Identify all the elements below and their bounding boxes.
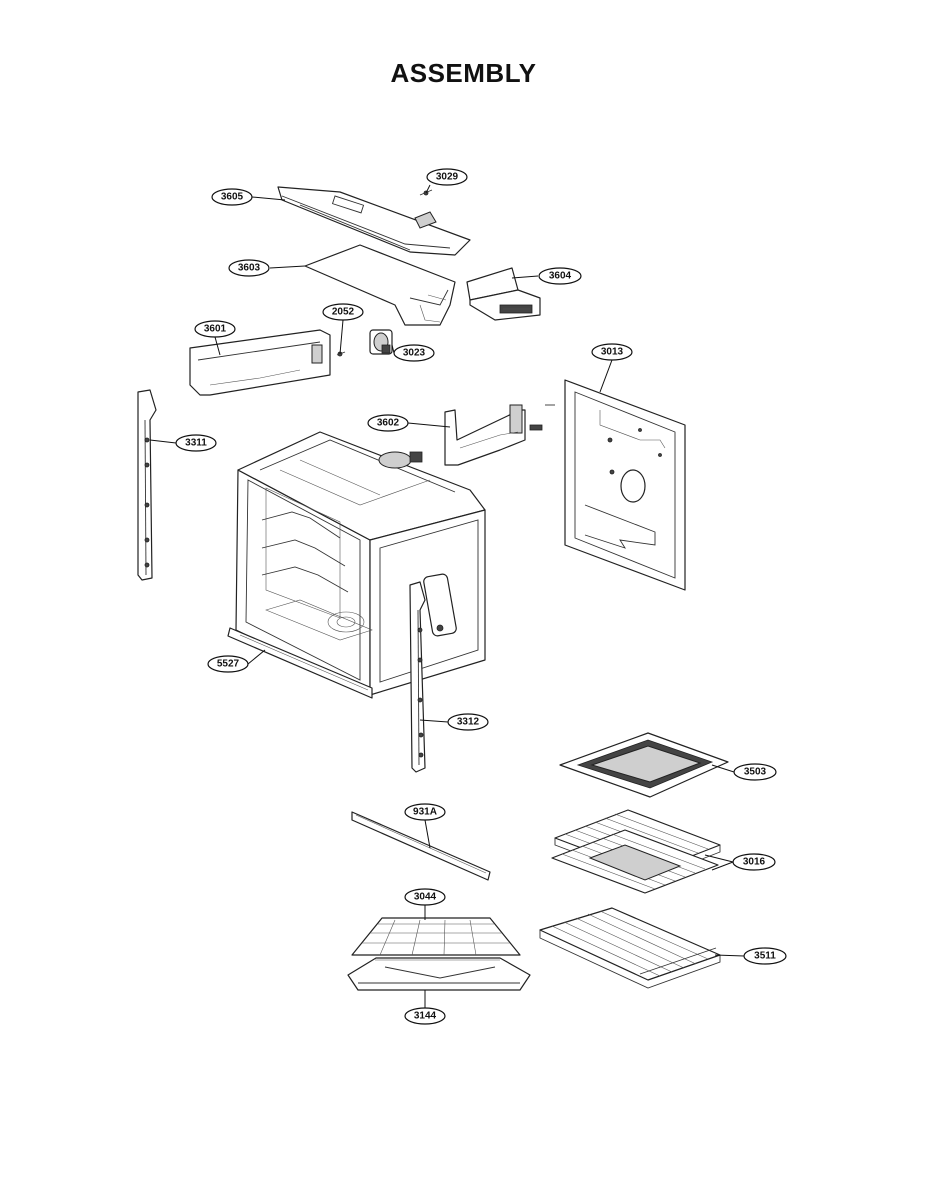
callout-931A: 931A bbox=[404, 803, 446, 821]
callout-3029: 3029 bbox=[426, 168, 468, 186]
part-3601-side-panel bbox=[189, 329, 331, 396]
part-3312-right-bracket bbox=[409, 581, 426, 773]
callout-3016: 3016 bbox=[732, 853, 776, 871]
part-3602-control-board bbox=[444, 404, 555, 466]
callout-3601: 3601 bbox=[194, 320, 236, 338]
callout-label: 3029 bbox=[436, 172, 459, 183]
leader-lines bbox=[149, 184, 745, 1008]
callout-3013: 3013 bbox=[591, 343, 633, 361]
callout-label: 5527 bbox=[217, 659, 240, 670]
part-3044-wire-rack bbox=[351, 917, 521, 956]
callout-label: 3601 bbox=[204, 324, 227, 335]
callout-label: 3605 bbox=[221, 192, 244, 203]
callout-label: 3511 bbox=[754, 951, 776, 962]
part-3144-broil-pan bbox=[347, 957, 531, 991]
callout-5527: 5527 bbox=[207, 655, 249, 673]
part-3023-motor bbox=[369, 329, 393, 355]
part-3605-top-cover bbox=[277, 186, 471, 256]
part-5527-door-strip bbox=[227, 627, 373, 699]
callout-label: 931A bbox=[413, 807, 437, 818]
callout-3511: 3511 bbox=[743, 947, 787, 965]
callout-label: 3023 bbox=[403, 348, 426, 359]
callout-label: 3044 bbox=[414, 892, 437, 903]
callout-3023: 3023 bbox=[393, 344, 435, 362]
callout-label: 3604 bbox=[549, 271, 572, 282]
callout-label: 3311 bbox=[185, 438, 207, 449]
callout-3604: 3604 bbox=[538, 267, 582, 285]
callout-label: 3603 bbox=[238, 263, 261, 274]
callout-3603: 3603 bbox=[228, 259, 270, 277]
part-3016-oven-racks bbox=[551, 809, 721, 894]
page-title: ASSEMBLY bbox=[390, 58, 537, 88]
part-3311-left-bracket bbox=[137, 389, 157, 581]
callout-label: 2052 bbox=[332, 307, 355, 318]
callout-3605: 3605 bbox=[211, 188, 253, 206]
callout-label: 3016 bbox=[743, 857, 766, 868]
callout-3602: 3602 bbox=[367, 414, 409, 432]
callout-label: 3013 bbox=[601, 347, 624, 358]
part-3503-broil-pan bbox=[559, 732, 729, 798]
callout-label: 3312 bbox=[457, 717, 480, 728]
callout-label: 3503 bbox=[744, 767, 767, 778]
callout-3312: 3312 bbox=[447, 713, 489, 731]
part-3603-shield bbox=[304, 244, 456, 326]
part-3511-sliding-rack bbox=[539, 907, 721, 989]
part-3604-duct bbox=[466, 267, 541, 321]
callout-2052: 2052 bbox=[322, 303, 364, 321]
callout-3311: 3311 bbox=[175, 434, 217, 452]
callout-3503: 3503 bbox=[733, 763, 777, 781]
callout-3144: 3144 bbox=[404, 1007, 446, 1025]
callout-label: 3144 bbox=[414, 1011, 437, 1022]
part-931A-trim-strip bbox=[351, 811, 491, 881]
callout-3044: 3044 bbox=[404, 888, 446, 906]
part-3013-back-panel bbox=[564, 379, 686, 591]
oven-cavity bbox=[235, 431, 486, 696]
callout-label: 3602 bbox=[377, 418, 400, 429]
part-2052-screw bbox=[336, 351, 346, 357]
